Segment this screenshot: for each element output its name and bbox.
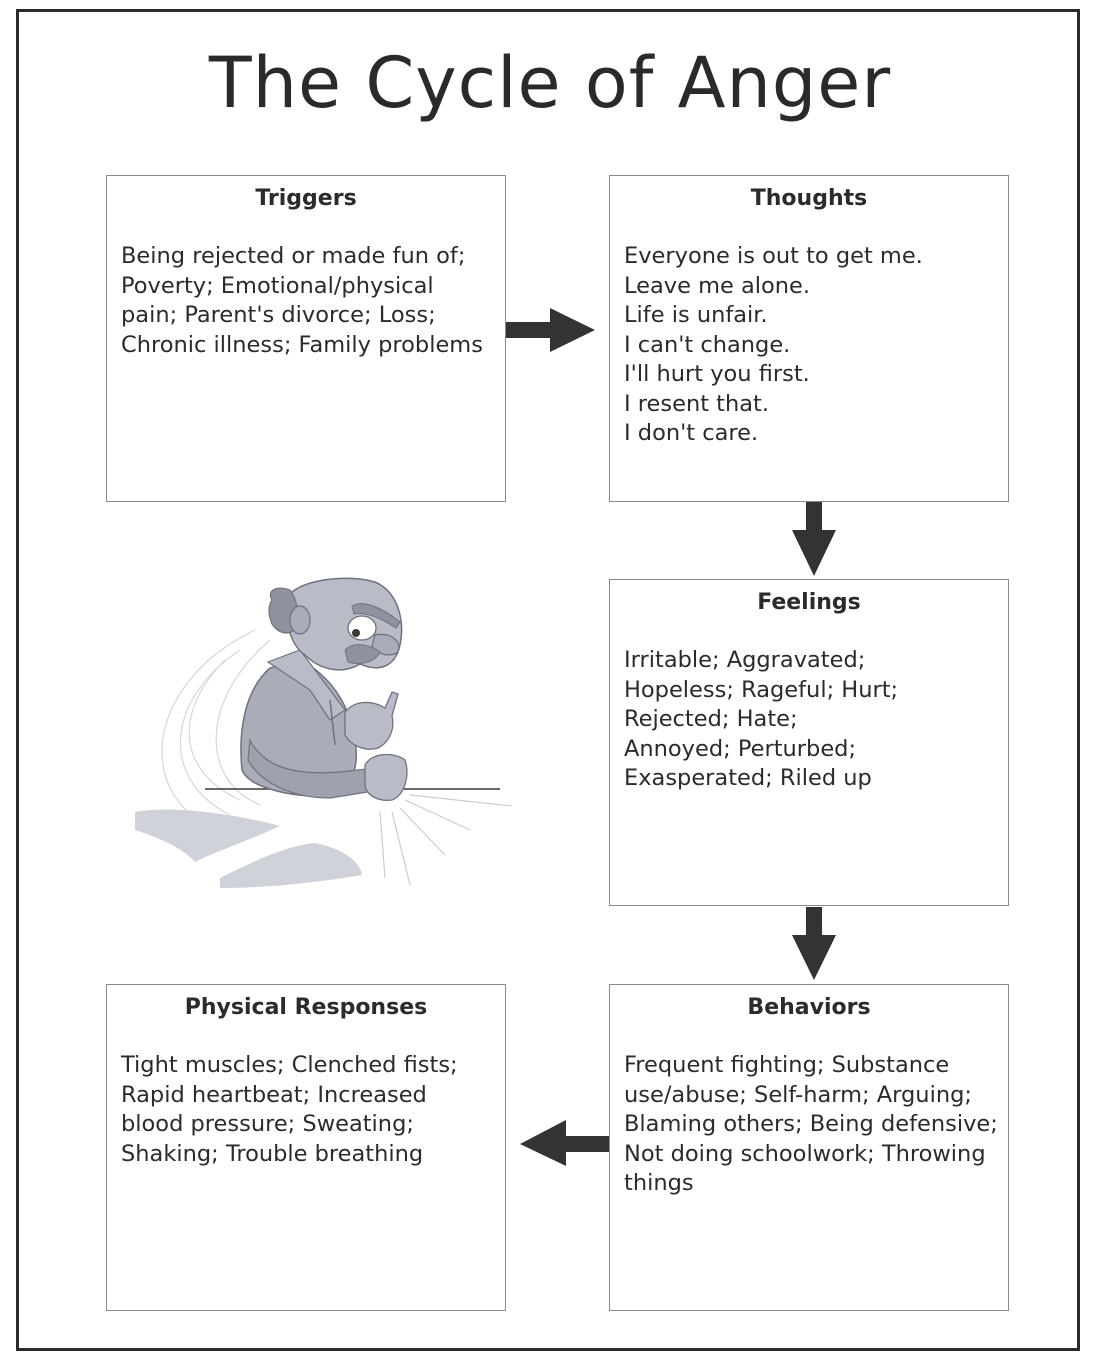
behaviors-text: Frequent fighting; Substance use/abuse; … xyxy=(624,1052,998,1196)
feelings-text: Irritable; Aggravated; Hopeless; Rageful… xyxy=(624,647,899,791)
angry-man-illustration-icon xyxy=(135,577,513,888)
thoughts-box: Thoughts Everyone is out to get me. Leav… xyxy=(609,175,1009,502)
arrow-thoughts-to-feelings-icon xyxy=(792,502,836,576)
physical-responses-text: Tight muscles; Clenched fists; Rapid hea… xyxy=(121,1052,458,1167)
arrow-feelings-to-behaviors-icon xyxy=(792,907,836,980)
thoughts-heading: Thoughts xyxy=(750,186,868,211)
triggers-box: Triggers Being rejected or made fun of; … xyxy=(106,175,506,502)
behaviors-box: Behaviors Frequent fighting; Substance u… xyxy=(609,984,1009,1311)
arrow-triggers-to-thoughts-icon xyxy=(506,308,595,352)
page-frame xyxy=(16,9,1080,1351)
thoughts-text: Everyone is out to get me. Leave me alon… xyxy=(624,243,923,446)
behaviors-heading: Behaviors xyxy=(747,995,871,1020)
feelings-box: Feelings Irritable; Aggravated; Hopeless… xyxy=(609,579,1009,906)
arrow-behaviors-to-physical-icon xyxy=(520,1120,609,1166)
page-title: The Cycle of Anger xyxy=(208,42,892,124)
triggers-heading: Triggers xyxy=(255,186,357,211)
feelings-heading: Feelings xyxy=(757,590,861,615)
triggers-text: Being rejected or made fun of; Poverty; … xyxy=(121,243,483,358)
physical-responses-heading: Physical Responses xyxy=(184,995,428,1020)
physical-responses-box: Physical Responses Tight muscles; Clench… xyxy=(106,984,506,1311)
